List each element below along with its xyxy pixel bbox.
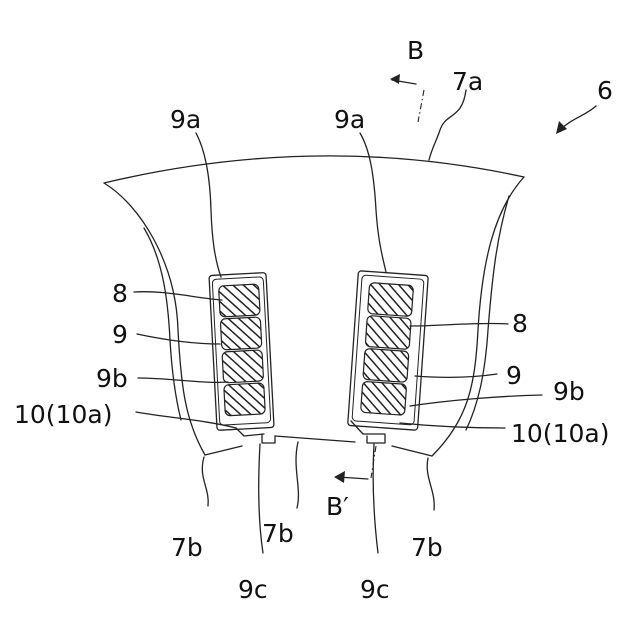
left-magnet-segment-1: [219, 284, 261, 317]
label-section-b: B: [407, 36, 424, 65]
text-labels: 6 B 7a 9a 9a 8 9 9b 10(10a) 8 9 9b 10(10…: [14, 36, 613, 604]
label-9b-right: 9b: [553, 377, 585, 406]
label-10-10a-left: 10(10a): [14, 400, 112, 429]
right-magnet-segment-2: [365, 315, 411, 349]
label-7a: 7a: [452, 67, 483, 96]
label-9b-left: 9b: [96, 364, 128, 393]
left-magnet-segment-2: [220, 317, 262, 350]
label-10-10a-right: 10(10a): [511, 419, 609, 448]
label-9c-right: 9c: [360, 575, 390, 604]
label-9a-right: 9a: [334, 105, 365, 134]
label-7b-center: 7b: [262, 519, 294, 548]
label-8-left: 8: [112, 279, 128, 308]
label-section-b-prime: B′: [326, 492, 349, 521]
leader-lines: [134, 90, 542, 553]
label-8-right: 8: [512, 309, 528, 338]
left-magnet-assembly: [209, 273, 274, 436]
label-9-left: 9: [112, 320, 128, 349]
label-7b-left: 7b: [171, 533, 203, 562]
ref-arrow-6: [556, 106, 596, 134]
label-7b-right: 7b: [411, 533, 443, 562]
section-line-top: [390, 74, 424, 122]
right-magnet-segment-4: [361, 381, 407, 415]
left-magnet-segment-3: [222, 350, 264, 383]
section-line-bottom: [334, 446, 376, 483]
label-9a-left: 9a: [170, 105, 201, 134]
right-magnet-assembly: [348, 271, 429, 434]
label-9c-left: 9c: [238, 575, 268, 604]
label-9-right: 9: [506, 361, 522, 390]
left-magnet-segment-4: [224, 383, 266, 416]
right-magnet-segment-3: [363, 348, 409, 382]
core-outline: [104, 156, 524, 456]
right-magnet-segment-1: [367, 283, 413, 317]
label-ref-6: 6: [597, 76, 613, 105]
